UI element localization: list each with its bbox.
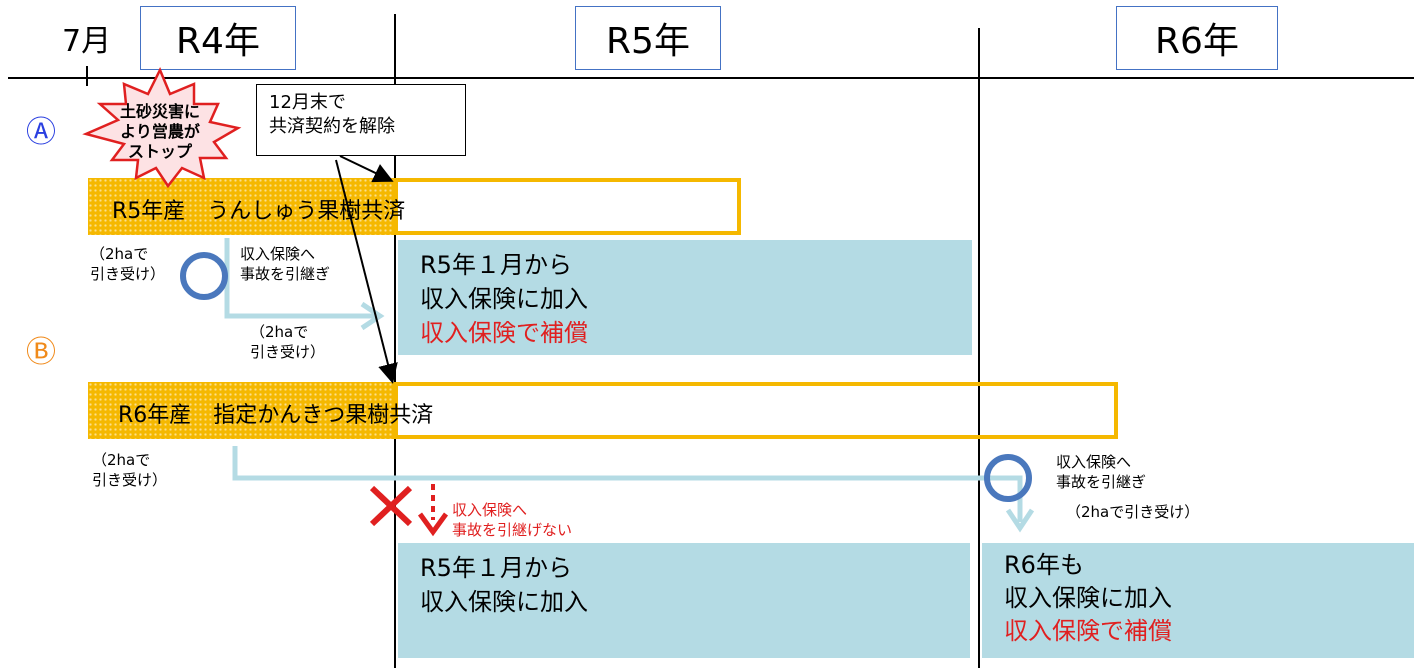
marker-a: Ⓐ bbox=[26, 115, 56, 150]
year-r5: R5年 bbox=[575, 6, 721, 70]
a-arrow-note: （2haで 引き受け） bbox=[250, 322, 325, 362]
burst-line-1: 土砂災害に bbox=[119, 102, 200, 121]
callout-arrow-b bbox=[335, 159, 398, 384]
bar-b-fill bbox=[88, 382, 396, 439]
b-transfer-arrowhead bbox=[1005, 508, 1035, 533]
b-transfer-note-2: 事故を引継ぎ bbox=[1056, 473, 1147, 491]
divider-r5-start bbox=[394, 14, 396, 668]
box-a-r5: R5年１月から 収入保険に加入 収入保険で補償 bbox=[398, 240, 972, 355]
year-r6: R6年 bbox=[1116, 6, 1278, 70]
no-transfer-note-1: 収入保険へ bbox=[452, 501, 528, 519]
b-transfer-note: 収入保険へ 事故を引継ぎ bbox=[1056, 452, 1146, 492]
a-transfer-note-1: 収入保険へ bbox=[240, 245, 316, 263]
marker-b: Ⓑ bbox=[26, 335, 56, 370]
burst-line-3: ストップ bbox=[127, 142, 192, 161]
no-transfer-note-2: 事故を引継げない bbox=[452, 521, 573, 539]
box-a-r5-line1: R5年１月から bbox=[420, 251, 572, 279]
bar-b-label: R6年産 指定かんきつ果樹共済 bbox=[118, 403, 434, 428]
disaster-burst-shape bbox=[82, 66, 242, 189]
a-transfer-note: 収入保険へ 事故を引継ぎ bbox=[240, 244, 330, 284]
a-arrow-note-1: （2haで bbox=[250, 323, 309, 341]
b-left-note-1: （2haで bbox=[92, 451, 151, 469]
b-transfer-note-1: 収入保険へ bbox=[1056, 453, 1132, 471]
box-b-r5-line2: 収入保険に加入 bbox=[420, 588, 588, 616]
box-a-r5-red: 収入保険で補償 bbox=[420, 319, 588, 347]
bar-a-outline bbox=[394, 178, 741, 235]
callout-box: 12月末で 共済契約を解除 bbox=[256, 84, 466, 156]
month-label: 7月 bbox=[62, 24, 112, 59]
year-r4: R4年 bbox=[140, 6, 296, 70]
box-b-r5-line1: R5年１月から bbox=[420, 554, 572, 582]
a-arrow-note-2: 引き受け） bbox=[250, 343, 326, 361]
a-transfer-arrow bbox=[224, 238, 378, 319]
no-transfer-arrowhead bbox=[417, 512, 449, 537]
bar-a-fill bbox=[88, 178, 396, 235]
callout-arrow-a bbox=[339, 155, 394, 183]
a-left-note-2: 引き受け） bbox=[90, 265, 166, 283]
divider-r6-start bbox=[978, 28, 980, 668]
bar-a-label: R5年産 うんしゅう果樹共済 bbox=[112, 199, 406, 224]
a-transfer-arrowhead bbox=[360, 301, 385, 331]
tick-july bbox=[86, 66, 88, 86]
burst-line-2: より営農が bbox=[120, 122, 200, 141]
bar-b-outline bbox=[394, 382, 1118, 439]
circle-mark-a bbox=[180, 252, 228, 300]
a-transfer-note-2: 事故を引継ぎ bbox=[240, 265, 331, 283]
box-b-r6-line2: 収入保険に加入 bbox=[1004, 584, 1172, 612]
a-left-note: （2haで 引き受け） bbox=[90, 244, 165, 284]
callout-line-1: 12月末で bbox=[269, 92, 346, 113]
box-a-r5-line2: 収入保険に加入 bbox=[420, 285, 588, 313]
timeline-axis bbox=[8, 77, 1414, 79]
b-transfer-arrow bbox=[232, 446, 1023, 522]
box-b-r5: R5年１月から 収入保険に加入 bbox=[398, 543, 970, 658]
box-b-r6: R6年も 収入保険に加入 収入保険で補償 bbox=[982, 543, 1414, 658]
callout-line-2: 共済契約を解除 bbox=[269, 116, 395, 137]
disaster-burst-text: 土砂災害に より営農が ストップ bbox=[104, 102, 216, 162]
b-left-note: （2haで 引き受け） bbox=[92, 450, 167, 490]
box-b-r6-line1: R6年も bbox=[1004, 551, 1084, 579]
circle-mark-b bbox=[984, 454, 1032, 502]
red-x-2 bbox=[369, 485, 413, 527]
no-transfer-note: 収入保険へ 事故を引継げない bbox=[452, 500, 572, 540]
box-b-r6-red: 収入保険で補償 bbox=[1004, 617, 1172, 645]
b-left-note-2: 引き受け） bbox=[92, 471, 168, 489]
b-arrow-note: （2haで引き受け） bbox=[1066, 503, 1200, 521]
a-left-note-1: （2haで bbox=[90, 245, 149, 263]
